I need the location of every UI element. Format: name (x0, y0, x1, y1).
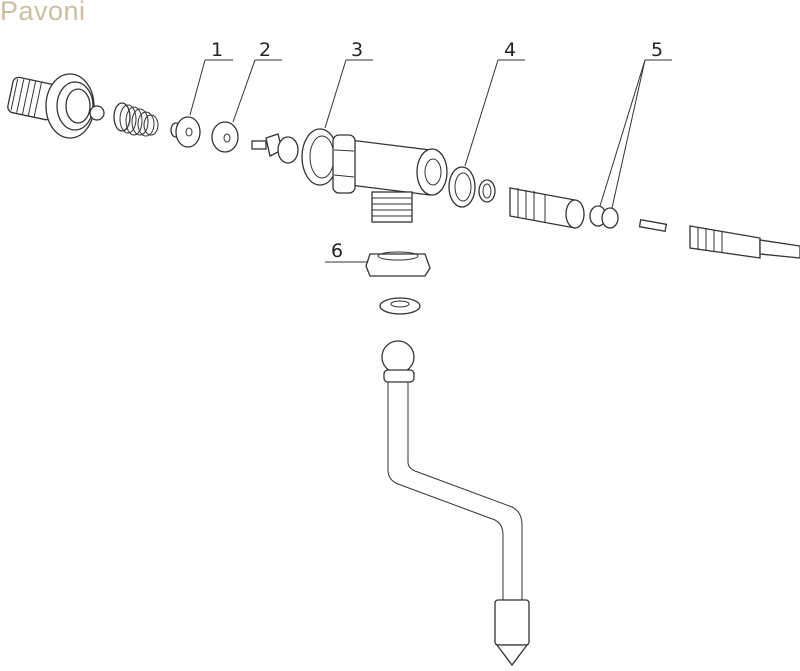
callout-5: 5 (599, 39, 672, 209)
part-washer-lower (379, 297, 421, 315)
svg-text:5: 5 (651, 39, 663, 61)
part-pin (251, 133, 299, 164)
brand-logo: Pavoni (0, 0, 86, 26)
part-small-pin (638, 219, 668, 232)
callout-3: 3 (324, 39, 373, 129)
part-steam-pipe (381, 340, 530, 667)
callout-6: 6 (325, 240, 368, 263)
svg-text:4: 4 (504, 39, 516, 61)
part-inlet-fitting (7, 73, 105, 139)
part-6-nut (365, 251, 431, 277)
part-spring (113, 102, 159, 137)
part-4-gaskets (448, 166, 496, 208)
svg-text:6: 6 (331, 240, 343, 262)
part-3-ring (301, 128, 339, 186)
part-1-valve-disc (170, 116, 201, 148)
part-2-washer (211, 121, 239, 153)
callout-1: 1 (189, 39, 233, 116)
callout-2: 2 (232, 39, 282, 123)
svg-text:3: 3 (351, 39, 363, 61)
part-tee-body (332, 134, 448, 223)
svg-text:1: 1 (211, 39, 223, 61)
part-shaft (689, 225, 800, 259)
part-5-o-rings (589, 205, 619, 229)
callout-4: 4 (464, 39, 525, 167)
svg-text:2: 2 (259, 39, 271, 61)
part-coupling (509, 187, 585, 229)
